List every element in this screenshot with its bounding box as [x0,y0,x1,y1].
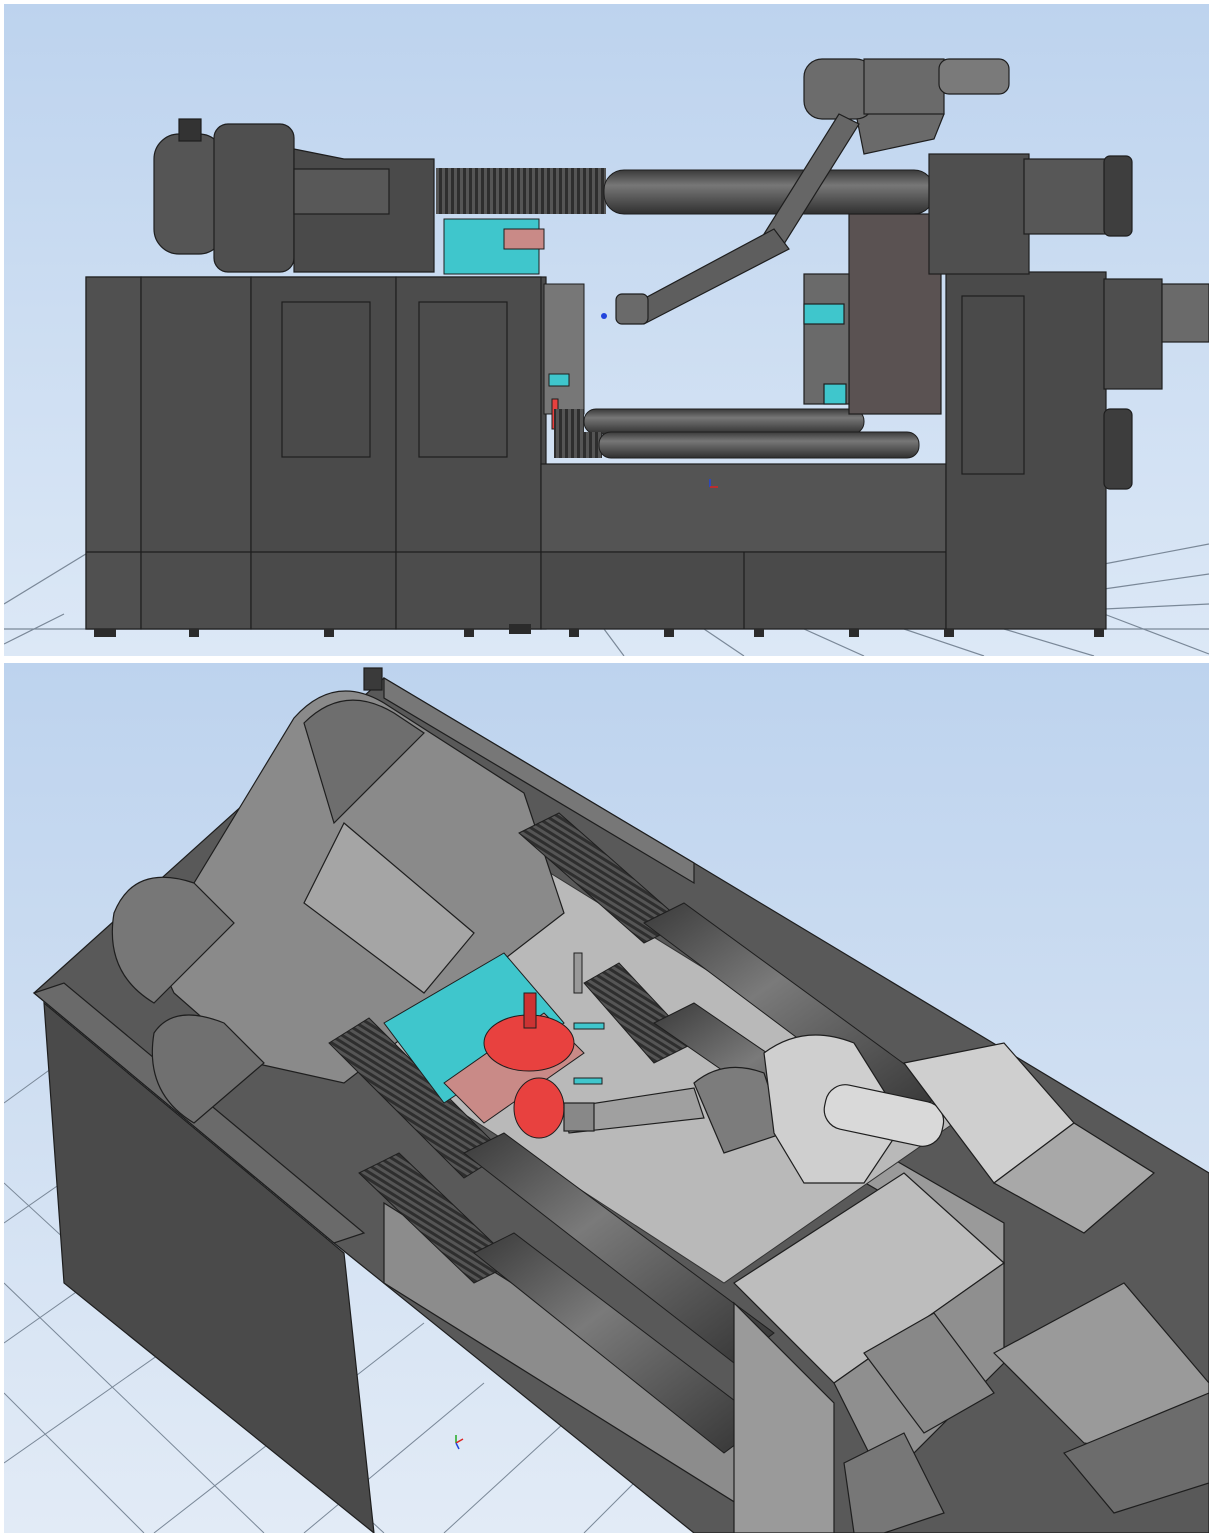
fixed-platen [733,1042,1209,1533]
fixed-platen [803,153,1133,415]
tie-bar-upper [436,168,935,215]
viewport-side-view[interactable] [4,4,1209,656]
machine-feet [94,624,1104,637]
scene-side [4,4,1209,656]
axis-triad-icon [709,479,718,488]
machine-base [85,271,1209,630]
view-separator [0,656,1213,663]
mold-moving-half [443,218,585,430]
scene-top [4,663,1209,1533]
robot-arm [563,1034,945,1184]
viewport-top-view[interactable] [4,663,1209,1533]
tie-bar-lower [554,408,920,459]
axis-triad-icon [455,1435,464,1450]
robot-arm [601,58,1010,325]
mold-assembly [383,952,605,1139]
clamp-unit [153,118,435,273]
